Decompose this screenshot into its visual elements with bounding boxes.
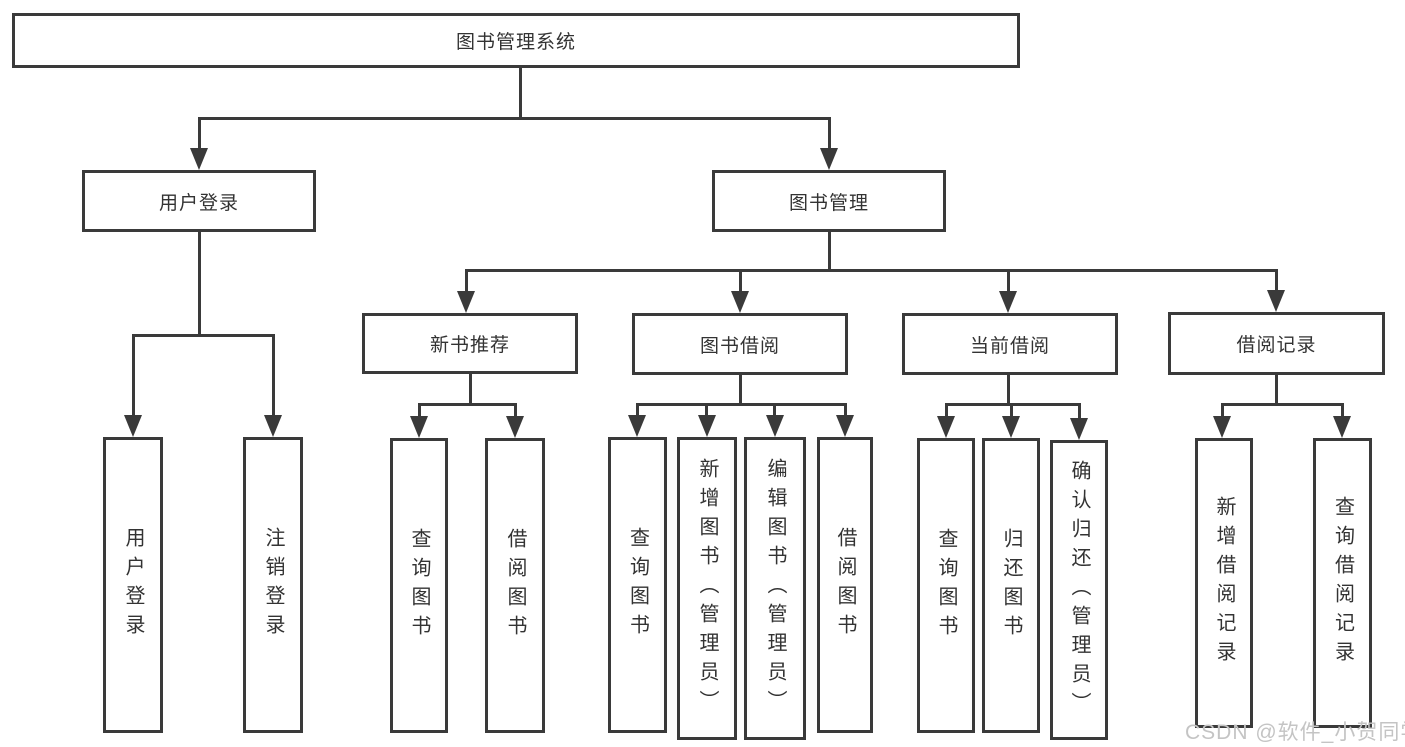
leaf-br-add-record: 新增借阅记录 xyxy=(1195,438,1253,728)
arrowhead-br-add xyxy=(1213,416,1231,438)
arrowhead-nb-query xyxy=(410,416,428,438)
node-root-library-system: 图书管理系统 xyxy=(12,13,1020,68)
connector-to-borrowing-records xyxy=(1275,269,1278,293)
leaf-bb-query-books-label: 查询图书 xyxy=(626,527,649,643)
connector-book-borrowing-rail xyxy=(636,403,847,406)
connector-level2-rail xyxy=(198,117,831,120)
arrowhead-book-management xyxy=(820,148,838,170)
connector-book-borrowing-stem xyxy=(739,375,742,405)
arrowhead-leaf-logout xyxy=(264,415,282,437)
arrowhead-cb-return xyxy=(1002,416,1020,438)
connector-cb-query xyxy=(945,403,948,417)
arrowhead-user-login xyxy=(190,148,208,170)
connector-new-book-rail xyxy=(418,403,517,406)
connector-to-new-book xyxy=(465,269,468,293)
arrowhead-cb-confirm xyxy=(1070,418,1088,440)
leaf-nb-query-books-label: 查询图书 xyxy=(408,527,430,644)
connector-br-add xyxy=(1221,403,1224,417)
connector-cb-confirm xyxy=(1078,403,1081,419)
arrowhead-nb-borrow xyxy=(506,416,524,438)
arrowhead-bb-add xyxy=(698,415,716,437)
leaf-br-query-record-label: 查询借阅记录 xyxy=(1331,496,1354,670)
connector-nb-borrow xyxy=(514,403,517,417)
arrowhead-br-query xyxy=(1333,416,1351,438)
arrowhead-leaf-user-login xyxy=(124,415,142,437)
arrowhead-new-book xyxy=(457,291,475,313)
connector-to-current-borrowing xyxy=(1007,269,1010,293)
leaf-bb-borrow-books-label: 借阅图书 xyxy=(834,527,856,643)
connector-user-login-rail xyxy=(132,334,275,337)
arrowhead-current-borrowing xyxy=(999,291,1017,313)
leaf-user-login-label: 用户登录 xyxy=(122,527,144,643)
node-book-borrowing: 图书借阅 xyxy=(632,313,848,375)
leaf-bb-add-books-admin: 新增图书（管理员） xyxy=(677,437,737,740)
node-current-borrowing: 当前借阅 xyxy=(902,313,1118,375)
leaf-bb-edit-books-admin: 编辑图书（管理员） xyxy=(744,437,806,740)
node-user-login: 用户登录 xyxy=(82,170,316,232)
connector-borrowing-records-stem xyxy=(1275,375,1278,405)
connector-to-book-management xyxy=(828,117,831,150)
csdn-watermark: CSDN @软件_小贺同学 xyxy=(1185,721,1405,744)
connector-new-book-stem xyxy=(469,374,472,406)
connector-to-book-borrowing xyxy=(739,269,742,293)
connector-bb-borrow xyxy=(844,403,847,416)
leaf-bb-query-books: 查询图书 xyxy=(608,437,667,733)
connector-user-login-stem xyxy=(198,232,201,337)
connector-current-borrowing-stem xyxy=(1007,375,1010,405)
leaf-br-add-record-label: 新增借阅记录 xyxy=(1213,496,1235,670)
connector-to-leaf-user-login xyxy=(132,334,135,417)
node-borrowing-records: 借阅记录 xyxy=(1168,312,1385,375)
arrowhead-book-borrowing xyxy=(731,291,749,313)
arrowhead-borrowing-records xyxy=(1267,290,1285,312)
connector-cb-return xyxy=(1010,403,1013,417)
leaf-nb-borrow-books-label: 借阅图书 xyxy=(504,527,526,644)
leaf-cb-return-books: 归还图书 xyxy=(982,438,1040,733)
connector-root-stem xyxy=(519,68,522,118)
connector-to-user-login xyxy=(198,117,201,150)
connector-book-management-stem xyxy=(828,232,831,272)
leaf-cb-confirm-return-admin-label: 确认归还（管理员） xyxy=(1068,459,1090,721)
leaf-user-login: 用户登录 xyxy=(103,437,163,733)
leaf-bb-borrow-books: 借阅图书 xyxy=(817,437,873,733)
leaf-nb-query-books: 查询图书 xyxy=(390,438,448,733)
leaf-bb-edit-books-admin-label: 编辑图书（管理员） xyxy=(764,458,786,719)
node-new-book-recommend: 新书推荐 xyxy=(362,313,578,374)
connector-current-borrowing-rail xyxy=(945,403,1081,406)
connector-borrowing-records-rail xyxy=(1221,403,1344,406)
connector-nb-query xyxy=(418,403,421,417)
arrowhead-bb-borrow xyxy=(836,415,854,437)
node-book-management: 图书管理 xyxy=(712,170,946,232)
leaf-cb-confirm-return-admin: 确认归还（管理员） xyxy=(1050,440,1108,740)
leaf-cb-return-books-label: 归还图书 xyxy=(1000,527,1022,644)
arrowhead-cb-query xyxy=(937,416,955,438)
leaf-logout: 注销登录 xyxy=(243,437,303,733)
connector-to-leaf-logout xyxy=(272,334,275,417)
arrowhead-bb-query xyxy=(628,415,646,437)
leaf-nb-borrow-books: 借阅图书 xyxy=(485,438,545,733)
leaf-cb-query-books-label: 查询图书 xyxy=(935,527,957,644)
connector-bb-add xyxy=(705,403,708,416)
connector-bb-edit xyxy=(773,403,776,416)
leaf-br-query-record: 查询借阅记录 xyxy=(1313,438,1372,728)
leaf-logout-label: 注销登录 xyxy=(262,527,284,643)
leaf-bb-add-books-admin-label: 新增图书（管理员） xyxy=(696,458,718,719)
connector-bb-query xyxy=(636,403,639,416)
connector-level3-rail xyxy=(465,269,1278,272)
connector-br-query xyxy=(1341,403,1344,417)
arrowhead-bb-edit xyxy=(766,415,784,437)
leaf-cb-query-books: 查询图书 xyxy=(917,438,975,733)
